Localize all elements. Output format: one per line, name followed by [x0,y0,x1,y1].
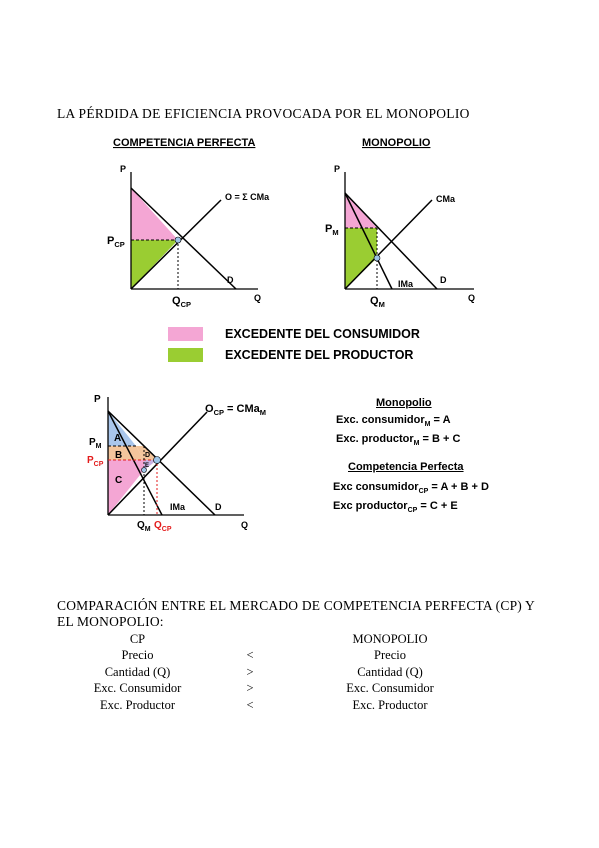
legend-producer: EXCEDENTE DEL PRODUCTOR [168,348,420,362]
table-row: Exc. Productor < Exc. Productor [100,697,428,712]
pm-label: PM [89,437,102,450]
comparison-intro: COMPARACIÓN ENTRE EL MERCADO DE COMPETEN… [57,598,535,629]
cp-heading: Competencia Perfecta [348,461,464,473]
demand-label: D [227,275,234,285]
cost-label: CMa [436,194,456,204]
monopoly-heading: Monopolio [376,397,432,409]
consumer-swatch [168,327,203,341]
x-axis-label: Q [468,293,475,303]
y-axis-label: P [334,164,340,174]
area-c-label: C [115,475,122,486]
area-b-label: B [115,450,122,461]
mr-label: IMa [398,279,414,289]
quantity-label: QCP [172,295,191,309]
qcp-label: QCP [154,520,172,533]
legend-consumer: EXCEDENTE DEL CONSUMIDOR [168,327,420,341]
cp-equilibrium-point [153,456,161,464]
m-producer-eq: Exc. productorM = B + C [336,433,461,448]
area-e [144,460,157,470]
marginal-cost-curve [344,199,433,290]
x-axis-label: Q [241,520,248,530]
consumer-surplus-area [131,188,178,240]
area-d-label: D [145,452,150,459]
quantity-label: QM [370,295,385,309]
demand-label: D [440,275,447,285]
area-d [136,446,144,460]
graph-monopolio: MONOPOLIO P Q CMa D IMa PM QM [325,137,475,309]
equilibrium-point [174,236,182,244]
supply-label: OCP = CMaM [205,403,266,417]
y-axis-label: P [94,394,101,405]
price-label: PM [325,223,339,237]
pcp-label: PCP [87,455,104,468]
price-label: PCP [107,235,125,249]
comparison-table: CP MONOPOLIO Precio < Precio Cantidad (Q… [60,631,495,714]
area-b [108,446,144,460]
legend-consumer-label: EXCEDENTE DEL CONSUMIDOR [225,327,420,341]
graph-m-heading: MONOPOLIO [362,137,431,149]
area-e-label: E [145,463,149,469]
page-title: LA PÉRDIDA DE EFICIENCIA PROVOCADA POR E… [57,106,470,121]
supply-label: O = Σ CMa [225,192,270,202]
cp-producer-eq: Exc productorCP = C + E [333,500,458,515]
col-right-header: MONOPOLIO [352,631,428,646]
graph-cp-heading: COMPETENCIA PERFECTA [113,137,255,149]
x-axis-label: Q [254,293,261,303]
table-row: Precio < Precio [121,648,406,663]
mr-mc-intersection [141,467,147,473]
demand-label: D [215,502,222,512]
table-row: Exc. Consumidor > Exc. Consumidor [93,681,434,696]
graph-competencia-perfecta: COMPETENCIA PERFECTA P Q O = Σ CMa D PCP… [107,137,270,309]
area-a [108,411,136,446]
graph-deadweight-loss: P Q OCP = CMaM D IMa PM PCP QM QCP A B C… [87,394,266,533]
demand-curve [107,410,216,516]
col-left-header: CP [129,631,146,646]
area-c [108,460,157,515]
legend-producer-label: EXCEDENTE DEL PRODUCTOR [225,348,414,362]
demand-curve [130,187,237,290]
qm-label: QM [137,520,151,533]
y-axis-label: P [120,164,126,174]
legend: EXCEDENTE DEL CONSUMIDOR EXCEDENTE DEL P… [168,327,420,362]
table-row: Cantidad (Q) > Cantidad (Q) [104,664,423,679]
supply-curve [130,199,222,290]
marginal-revenue-curve [107,410,163,516]
producer-swatch [168,348,203,362]
area-a-label: A [114,433,121,444]
producer-surplus-area [345,228,377,289]
m-consumer-eq: Exc. consumidorM = A [336,414,451,429]
marginal-revenue-curve [344,192,393,290]
cp-consumer-eq: Exc consumidorCP = A + B + D [333,481,489,496]
mr-mc-intersection [373,254,381,262]
mr-label: IMa [170,502,186,512]
table-header: CP MONOPOLIO [60,631,495,648]
